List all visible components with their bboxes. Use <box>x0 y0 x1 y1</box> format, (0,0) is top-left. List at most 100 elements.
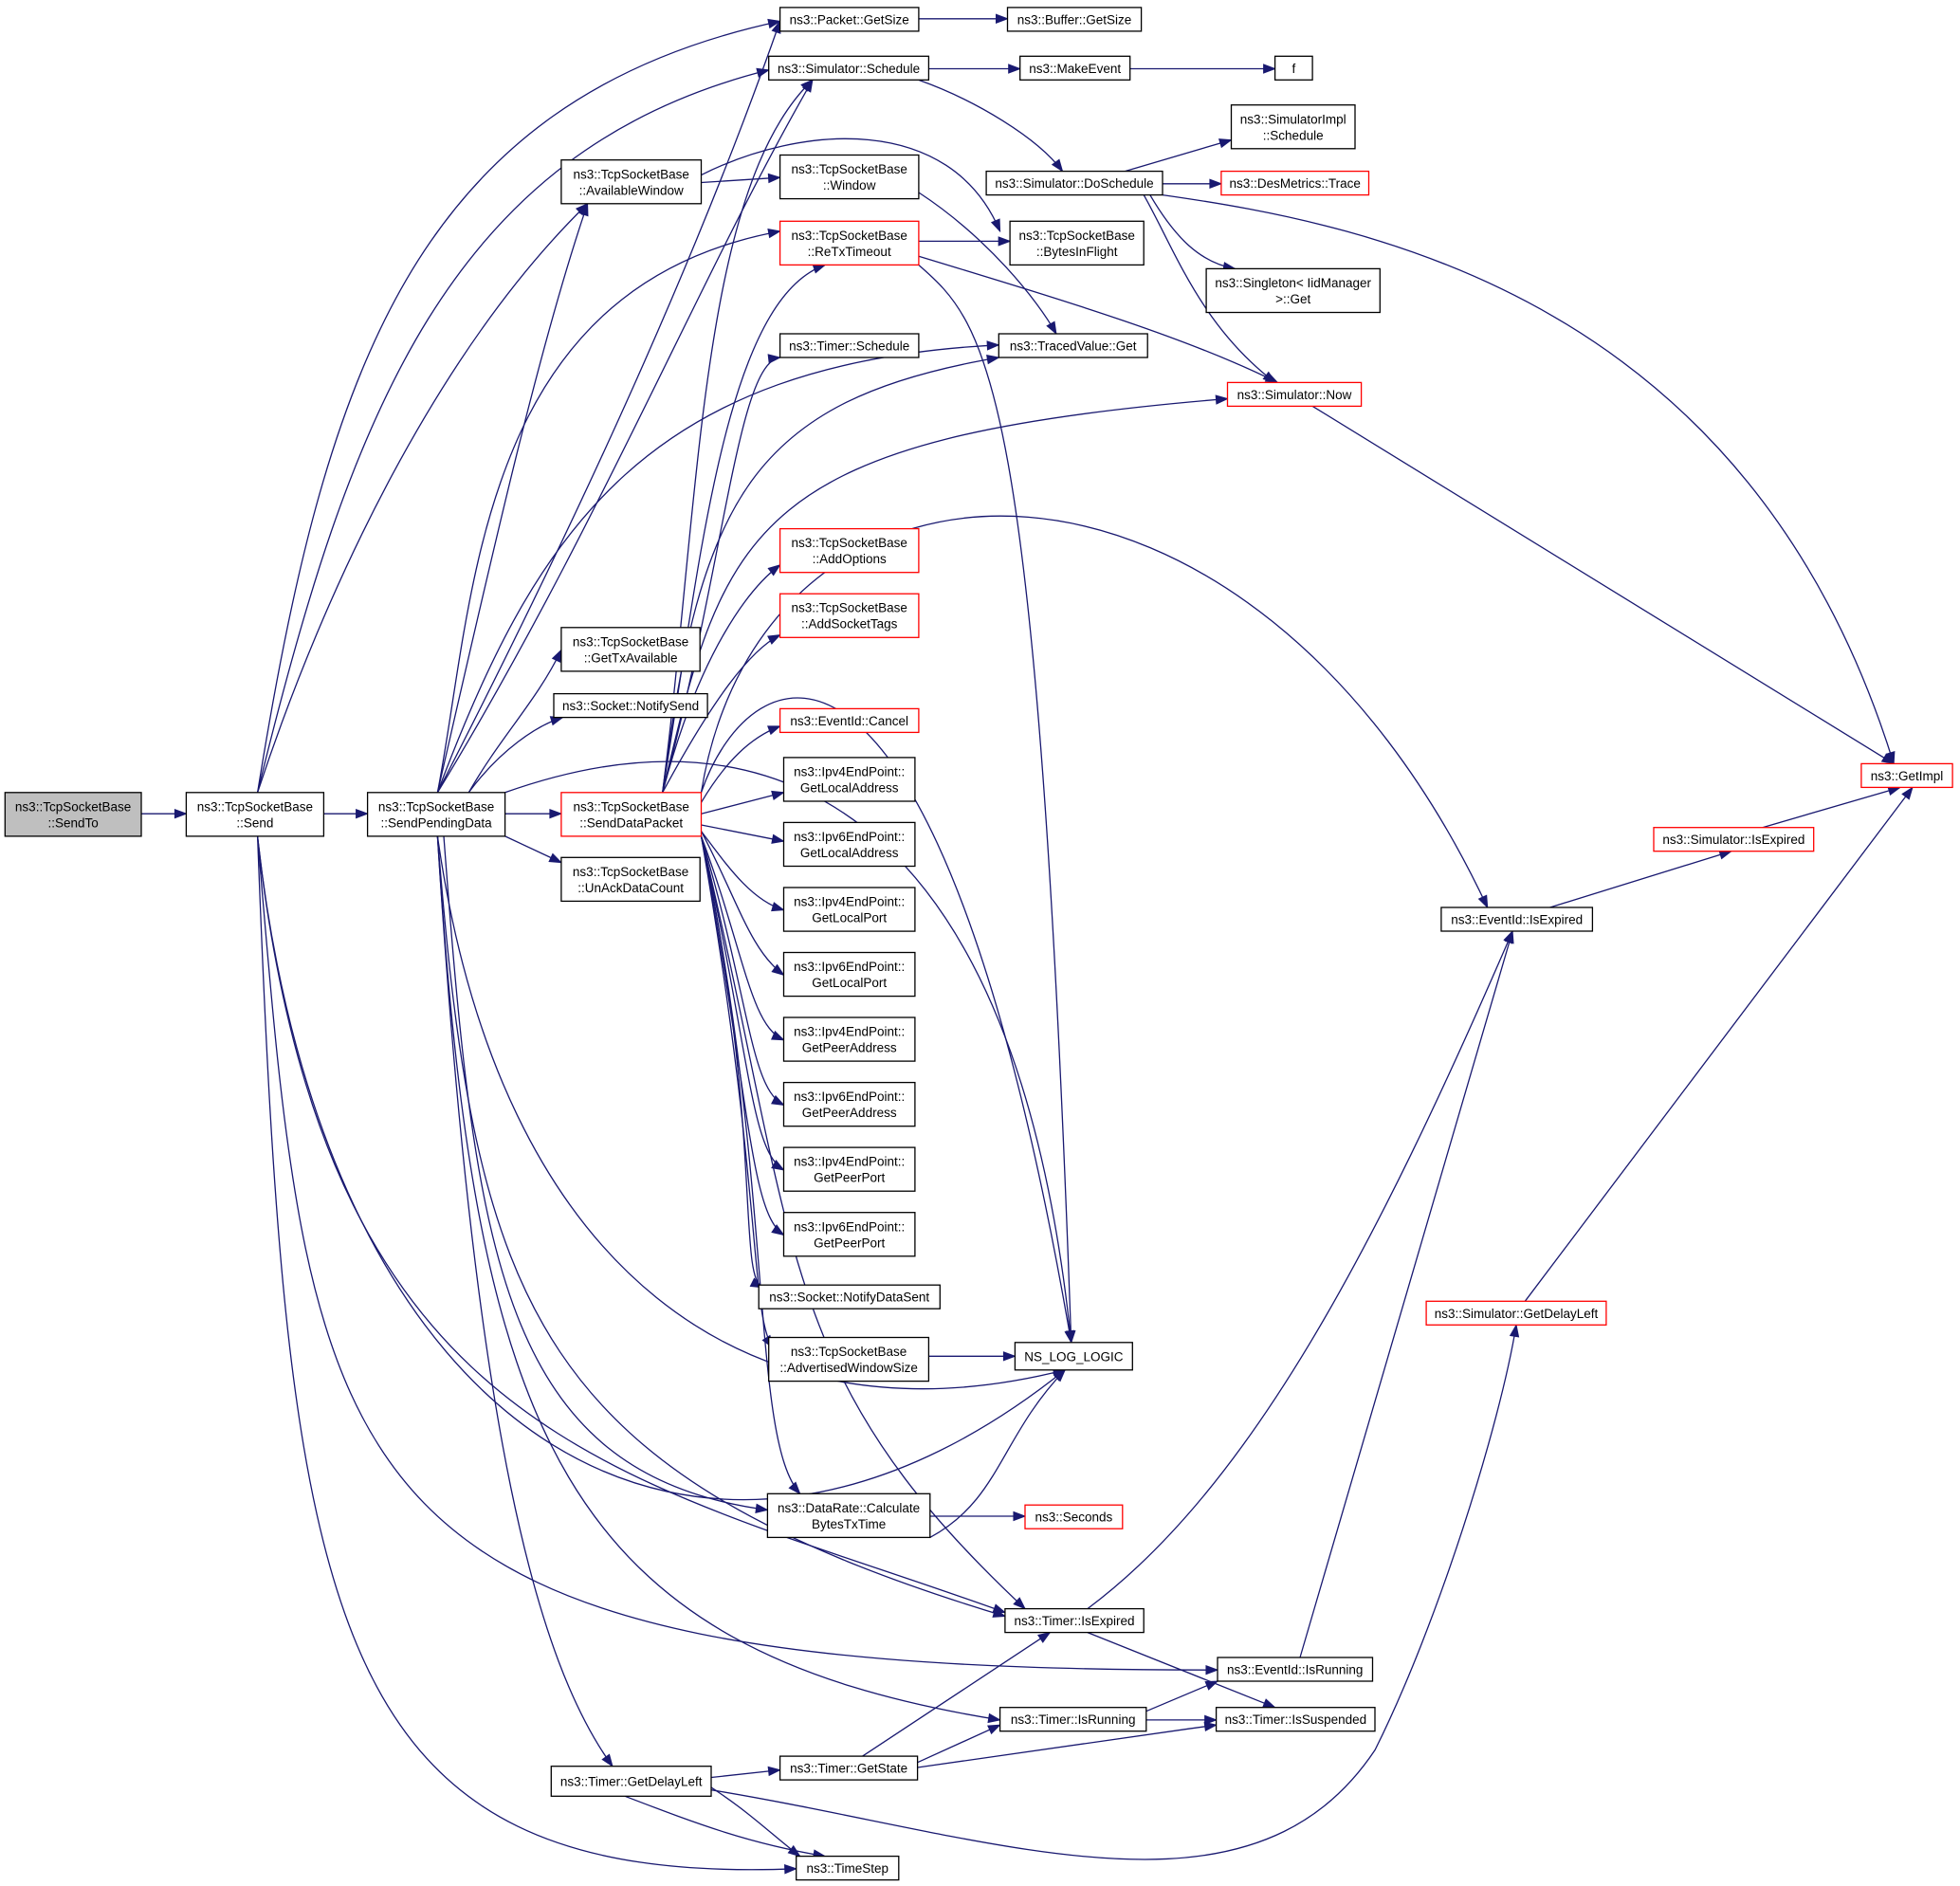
node-label: ns3::Ipv6EndPoint:: <box>794 830 905 844</box>
node-ipv6-peeraddr[interactable]: ns3::Ipv6EndPoint::GetPeerAddress <box>782 1081 916 1127</box>
node-notifydatasent[interactable]: ns3::Socket::NotifyDataSent <box>758 1284 941 1309</box>
node-ns-log-logic[interactable]: NS_LOG_LOGIC <box>1014 1342 1133 1371</box>
node-sendpending[interactable]: ns3::TcpSocketBase::SendPendingData <box>366 792 506 837</box>
node-gettxavail[interactable]: ns3::TcpSocketBase::GetTxAvailable <box>560 627 701 672</box>
edge-doschedule-to-desmetrics <box>1163 178 1223 190</box>
node-send[interactable]: ns3::TcpSocketBase::Send <box>185 792 325 837</box>
node-seconds[interactable]: ns3::Seconds <box>1024 1504 1124 1529</box>
node-box <box>1226 381 1363 408</box>
edge-line <box>443 835 768 1511</box>
node-box <box>782 1212 916 1257</box>
node-window[interactable]: ns3::TcpSocketBase::Window <box>779 154 920 200</box>
node-label: ::SendPendingData <box>381 815 493 830</box>
arrowhead <box>1209 178 1223 190</box>
node-box <box>1215 1707 1376 1732</box>
node-sendto: ns3::TcpSocketBase::SendTo <box>4 792 142 837</box>
node-ipv6-peerport[interactable]: ns3::Ipv6EndPoint::GetPeerPort <box>782 1212 916 1257</box>
node-label: ns3::Simulator::DoSchedule <box>995 176 1153 191</box>
node-timestep[interactable]: ns3::TimeStep <box>796 1855 900 1881</box>
node-addoptions[interactable]: ns3::TcpSocketBase::AddOptions <box>779 527 920 574</box>
node-bytesinflight[interactable]: ns3::TcpSocketBase::BytesInFlight <box>1009 220 1145 266</box>
node-box <box>782 1081 916 1127</box>
node-box <box>985 170 1163 196</box>
edge-line <box>917 1724 1217 1768</box>
node-sim-schedule[interactable]: ns3::Simulator::Schedule <box>768 55 930 81</box>
node-eventid-cancel[interactable]: ns3::EventId::Cancel <box>779 707 920 734</box>
edge-timer_isexpired-to-eventid_isexpired <box>1087 929 1513 1610</box>
arrowhead <box>767 173 782 184</box>
node-addsockettags[interactable]: ns3::TcpSocketBase::AddSocketTags <box>779 593 920 638</box>
edge-line <box>1549 851 1731 908</box>
node-label: ::UnAckDataCount <box>577 881 684 895</box>
node-box <box>560 159 703 205</box>
arrowhead <box>767 725 781 736</box>
node-box <box>779 7 920 32</box>
arrowhead <box>1477 894 1489 909</box>
edge-line <box>701 824 784 842</box>
node-buffer-getsize[interactable]: ns3::Buffer::GetSize <box>1006 7 1143 32</box>
node-retx[interactable]: ns3::TcpSocketBase::ReTxTimeout <box>779 220 920 266</box>
node-timer-isrunning[interactable]: ns3::Timer::IsRunning <box>998 1707 1147 1732</box>
node-advwindow[interactable]: ns3::TcpSocketBase::AdvertisedWindowSize <box>768 1336 930 1382</box>
node-getimpl[interactable]: ns3::GetImpl <box>1860 762 1953 789</box>
node-desmetrics[interactable]: ns3::DesMetrics::Trace <box>1220 170 1370 196</box>
edge-line <box>1143 194 1275 383</box>
node-sim-now[interactable]: ns3::Simulator::Now <box>1226 381 1363 408</box>
edge-line <box>1762 786 1900 829</box>
node-label: ns3::TimeStep <box>807 1861 889 1876</box>
edge-senddatapacket-to-sim_now <box>662 394 1229 793</box>
node-ipv4-peeraddr[interactable]: ns3::Ipv4EndPoint::GetPeerAddress <box>782 1016 916 1062</box>
edge-eventid_isrunning-to-eventid_isexpired <box>1299 929 1514 1658</box>
edge-line <box>700 835 774 1348</box>
node-label: ns3::DesMetrics::Trace <box>1230 176 1361 191</box>
node-tracedvalue[interactable]: ns3::TracedValue::Get <box>998 333 1148 358</box>
node-eventid-isexpired[interactable]: ns3::EventId::IsExpired <box>1440 906 1594 932</box>
edge-line <box>624 1795 826 1858</box>
edge-line <box>256 835 797 1871</box>
node-ipv6-localport[interactable]: ns3::Ipv6EndPoint::GetLocalPort <box>782 951 916 998</box>
node-ipv4-peerport[interactable]: ns3::Ipv4EndPoint::GetPeerPort <box>782 1146 916 1192</box>
node-box <box>779 154 920 200</box>
node-timer-schedule[interactable]: ns3::Timer::Schedule <box>779 333 920 358</box>
node-senddatapacket[interactable]: ns3::TcpSocketBase::SendDataPacket <box>560 792 703 837</box>
node-box <box>779 1755 919 1781</box>
node-box <box>1004 1607 1145 1634</box>
node-label: GetPeerAddress <box>802 1041 897 1055</box>
edge-senddatapacket-to-ipv4_peeraddr <box>700 835 785 1041</box>
edge-senddatapacket-to-ipv6_peerport <box>700 835 785 1236</box>
node-notifysend[interactable]: ns3::Socket::NotifySend <box>553 692 708 719</box>
node-ipv4-localport[interactable]: ns3::Ipv4EndPoint::GetLocalPort <box>782 887 916 932</box>
edge-line <box>918 265 1072 1343</box>
node-timer-getstate[interactable]: ns3::Timer::GetState <box>779 1755 919 1781</box>
edge-line <box>467 717 563 794</box>
node-ipv4-localaddr[interactable]: ns3::Ipv4EndPoint::GetLocalAddress <box>782 757 916 802</box>
arrowhead <box>767 563 781 577</box>
node-label: ns3::Timer::IsSuspended <box>1225 1712 1367 1727</box>
edge-senddatapacket-to-ipv6_localport <box>700 831 785 977</box>
node-simimpl-schedule[interactable]: ns3::SimulatorImpl::Schedule <box>1230 104 1356 150</box>
node-label: ::ReTxTimeout <box>808 245 891 259</box>
arrowhead <box>1037 1631 1052 1643</box>
node-timer-getdelayleft[interactable]: ns3::Timer::GetDelayLeft <box>550 1766 712 1797</box>
node-doschedule[interactable]: ns3::Simulator::DoSchedule <box>985 170 1163 196</box>
node-availwin[interactable]: ns3::TcpSocketBase::AvailableWindow <box>560 159 703 205</box>
node-makeevent[interactable]: ns3::MakeEvent <box>1019 55 1131 81</box>
node-timer-issuspended[interactable]: ns3::Timer::IsSuspended <box>1215 1707 1376 1732</box>
edge-calcbytes-to-seconds <box>929 1511 1027 1522</box>
node-f[interactable]: f <box>1273 55 1313 81</box>
edge-timer_getstate-to-timer_issuspended <box>917 1721 1218 1768</box>
node-singleton[interactable]: ns3::Singleton< IidManager>::Get <box>1205 267 1381 314</box>
node-ipv6-localaddr[interactable]: ns3::Ipv6EndPoint::GetLocalAddress <box>782 821 916 868</box>
node-label: ns3::Simulator::Schedule <box>778 62 920 76</box>
node-label: ns3::SimulatorImpl <box>1240 112 1346 126</box>
node-packet-getsize[interactable]: ns3::Packet::GetSize <box>779 7 920 32</box>
node-unackdata[interactable]: ns3::TcpSocketBase::UnAckDataCount <box>560 856 701 903</box>
node-eventid-isrunning[interactable]: ns3::EventId::IsRunning <box>1217 1657 1374 1682</box>
arrowhead <box>767 634 781 645</box>
node-label: ns3::Ipv4EndPoint:: <box>794 1155 905 1169</box>
node-timer-isexpired[interactable]: ns3::Timer::IsExpired <box>1004 1607 1145 1634</box>
node-sim-isexpired[interactable]: ns3::Simulator::IsExpired <box>1653 827 1815 852</box>
node-sim-getdelayleft[interactable]: ns3::Simulator::GetDelayLeft <box>1425 1300 1607 1326</box>
